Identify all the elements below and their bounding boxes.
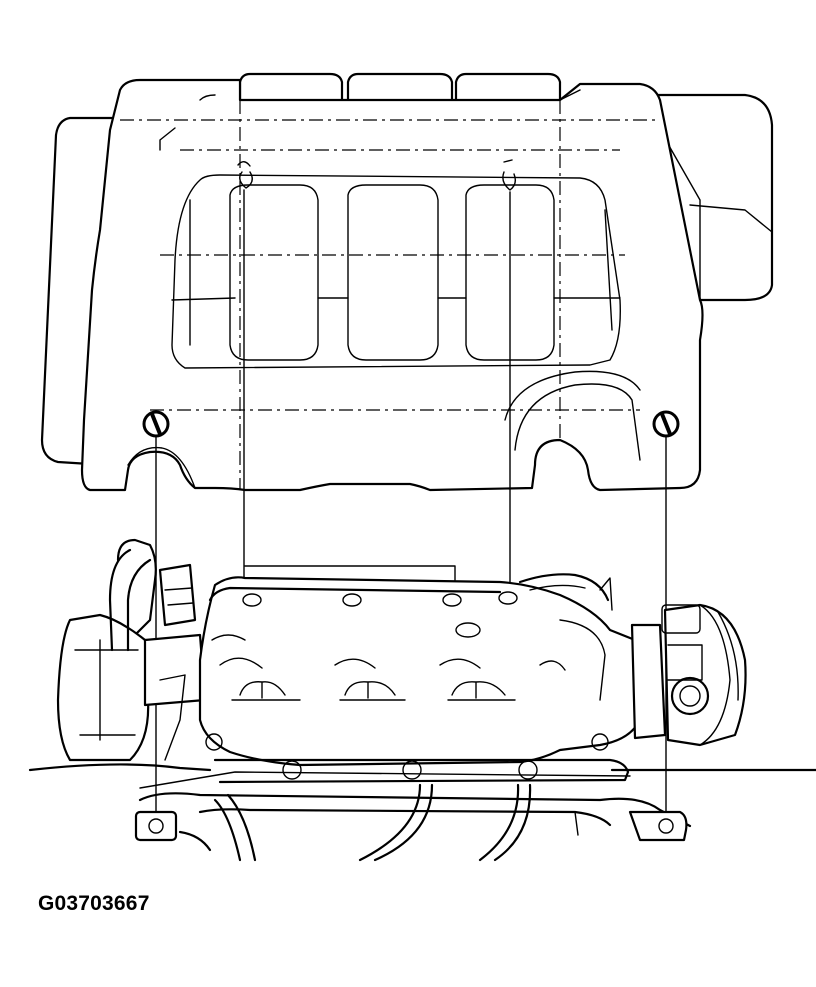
manifold-bolt-right <box>628 810 688 842</box>
figure-code: G03703667 <box>38 892 150 915</box>
cover-bolt-center-right <box>502 159 517 191</box>
manifold-bolt-left <box>134 810 178 842</box>
intake-manifold <box>198 565 642 784</box>
throttle-body <box>630 603 747 747</box>
cover-bolt-center-left <box>237 161 253 189</box>
engine-assembly <box>28 538 816 862</box>
engine-cover <box>40 72 774 492</box>
cover-bolt-left <box>142 410 170 438</box>
cover-bolt-right <box>652 410 680 438</box>
alignment-lines <box>120 100 667 827</box>
